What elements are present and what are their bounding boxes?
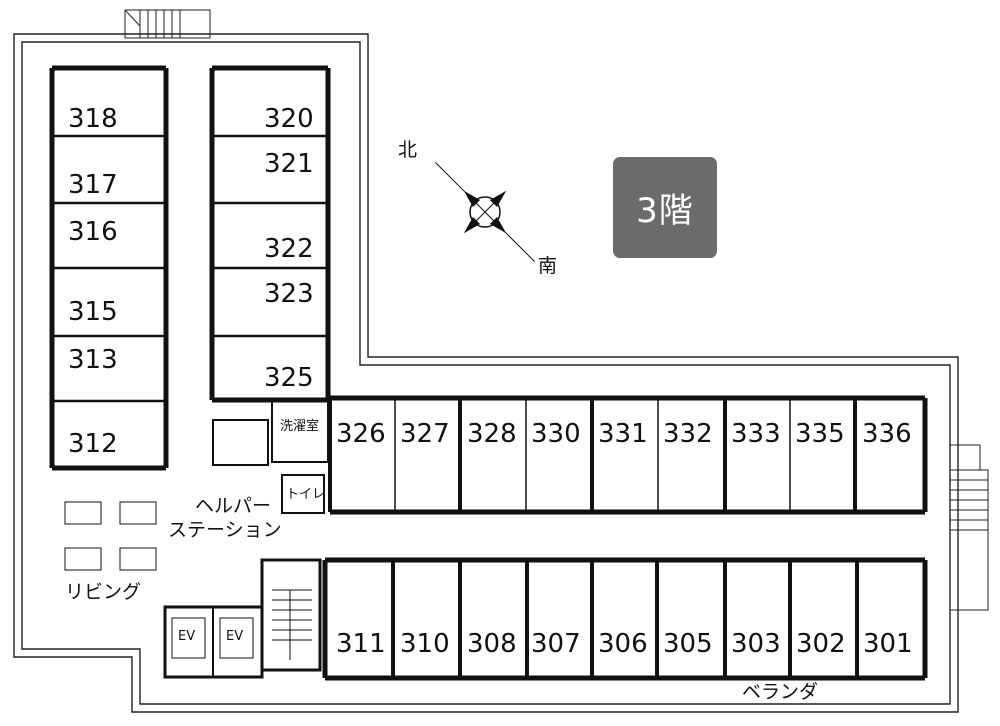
bottom-row-walls (322, 557, 928, 681)
compass-south-label: 南 (538, 255, 557, 277)
room-number: 306 (598, 629, 648, 659)
room-number: 308 (467, 629, 517, 659)
room-number: 317 (68, 170, 118, 200)
room-number: 313 (68, 345, 118, 375)
room-number: 331 (598, 419, 648, 449)
room-number: 320 (264, 104, 314, 134)
room-number: 325 (264, 363, 314, 393)
room-number: 303 (731, 629, 781, 659)
building-outline (13, 33, 959, 713)
room-number: 330 (531, 419, 581, 449)
room-number: 312 (68, 429, 118, 459)
top-row-walls (330, 395, 928, 515)
room-number: 322 (264, 234, 314, 264)
room-number: 318 (68, 104, 118, 134)
laundry-label: 洗濯室 (280, 418, 319, 434)
room-number: 302 (796, 629, 846, 659)
room-number: 311 (336, 629, 386, 659)
compass-north-label: 北 (398, 139, 417, 161)
service-area (212, 399, 329, 514)
room-number: 326 (336, 419, 386, 449)
room-number: 327 (400, 419, 450, 449)
top-row-thin-dividers (394, 398, 791, 512)
toilet-label: トイレ (286, 487, 325, 502)
living-label: リビング (65, 581, 141, 603)
room-number: 336 (862, 419, 912, 449)
veranda-label: ベランダ (742, 681, 818, 703)
room-number: 335 (795, 419, 845, 449)
compass (435, 162, 535, 262)
stair-block (260, 558, 322, 672)
room-number: 301 (863, 629, 913, 659)
elevator-block (163, 605, 264, 679)
helper-station-label-2: ステーション (168, 519, 282, 541)
elevator-label: EV (226, 629, 243, 644)
bottom-row-dividers (391, 560, 859, 678)
room-number: 328 (467, 419, 517, 449)
left-column-dividers (52, 134, 166, 403)
living-furniture (64, 501, 157, 571)
elevator-label: EV (178, 629, 195, 644)
top-stair (124, 9, 211, 39)
room-number: 333 (731, 419, 781, 449)
room-number: 310 (400, 629, 450, 659)
center-column-walls (209, 65, 331, 403)
room-number: 323 (264, 279, 314, 309)
room-number: 321 (264, 149, 314, 179)
room-number: 316 (68, 217, 118, 247)
room-number: 305 (663, 629, 713, 659)
floor-badge: 3階 (613, 157, 717, 258)
center-column-dividers (212, 134, 328, 338)
side-stair (949, 444, 989, 611)
top-row-dividers (328, 398, 857, 512)
room-number: 315 (68, 297, 118, 327)
room-number: 332 (663, 419, 713, 449)
room-number: 307 (531, 629, 581, 659)
helper-station-label-1: ヘルパー (195, 495, 271, 517)
